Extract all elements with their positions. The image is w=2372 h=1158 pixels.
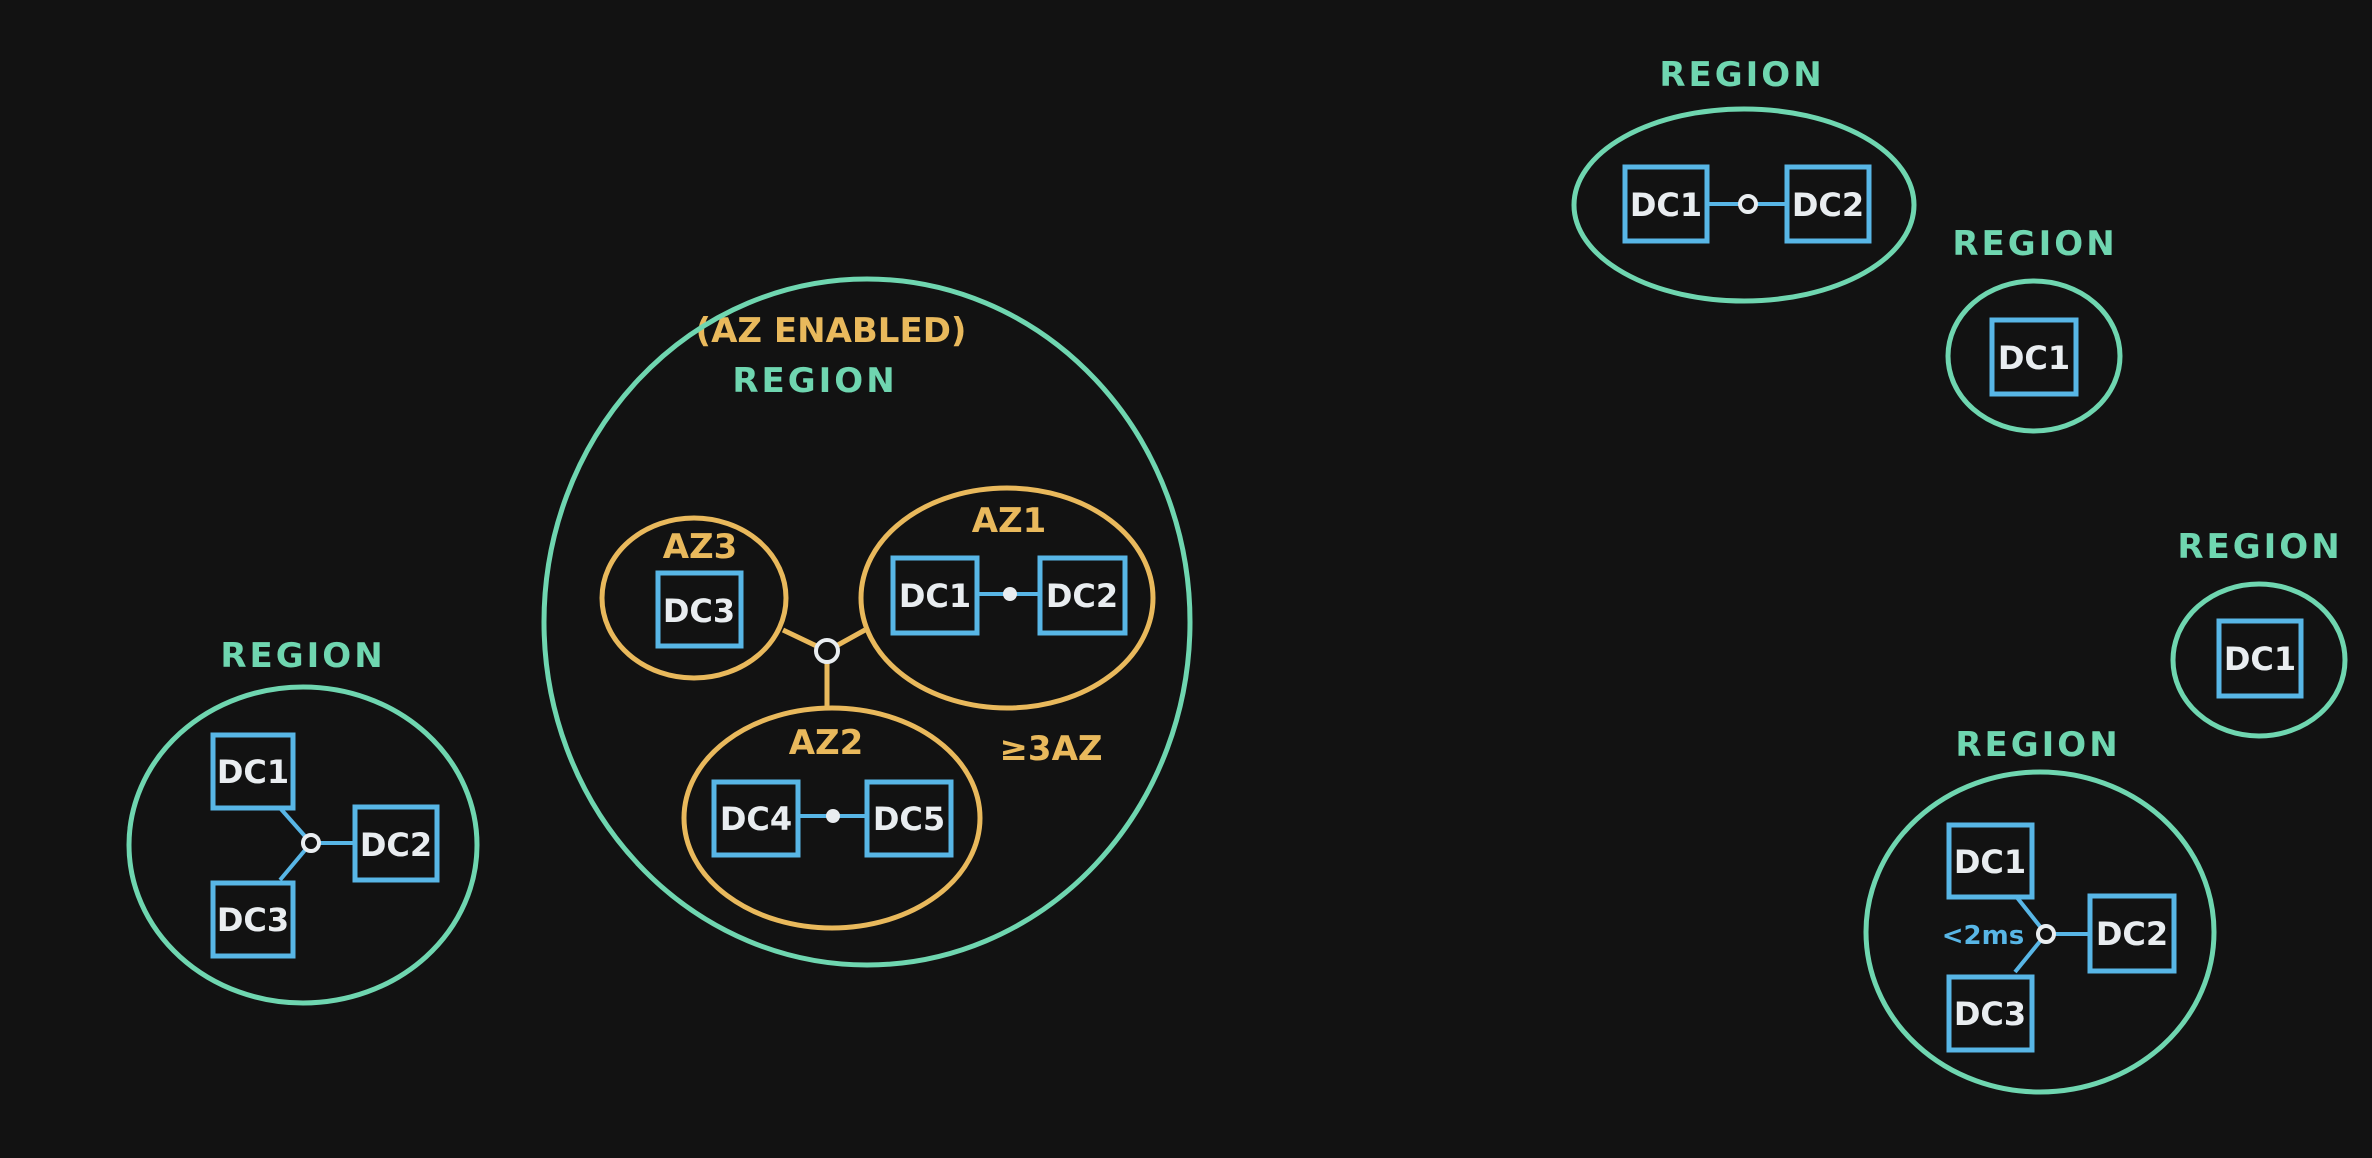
hub-node	[814, 638, 840, 664]
dc-label: DC3	[1954, 995, 2026, 1033]
az-enabled-label: (AZ ENABLED)	[696, 311, 967, 351]
dc-label: DC1	[217, 753, 289, 791]
az-zone-2: AZ2 DC4 DC5	[681, 705, 983, 931]
dc-box: DC1	[2216, 618, 2304, 699]
az-zone-1: AZ1 DC1 DC2	[858, 485, 1156, 711]
az-boundary	[858, 485, 1156, 711]
region-boundary	[2170, 581, 2348, 739]
dc-label: DC3	[663, 592, 735, 630]
dc-box: DC1	[1622, 164, 1710, 244]
dc-box: DC4	[711, 779, 801, 858]
dc-label: DC1	[2224, 640, 2296, 678]
hub-node	[1003, 587, 1017, 601]
region-boundary	[1571, 106, 1917, 304]
dc-label: DC2	[1792, 186, 1864, 224]
region-left: REGION DC1 DC2 DC3	[126, 636, 480, 1006]
dc-box: DC1	[210, 732, 296, 811]
hub-node	[826, 809, 840, 823]
region-label: REGION	[1952, 224, 2117, 264]
hub-node	[301, 833, 321, 853]
region-label: REGION	[1659, 55, 1824, 95]
latency-note: <2ms	[1942, 921, 2024, 951]
region-boundary	[126, 684, 480, 1006]
region-az-enabled: (AZ ENABLED) REGION AZ3 DC3 AZ1 DC1	[541, 276, 1193, 968]
dc-label: DC2	[360, 826, 432, 864]
az-boundary	[599, 515, 789, 681]
dc-label: DC1	[1954, 843, 2026, 881]
region-bottom-right: REGION DC1 DC2 DC3 <2ms	[1863, 725, 2217, 1095]
region-label: REGION	[732, 361, 897, 401]
dc-box: DC3	[210, 880, 296, 959]
dc-box: DC2	[1784, 164, 1872, 244]
region-top-right: REGION DC1 DC2	[1571, 55, 1917, 304]
region-boundary	[1945, 278, 2123, 434]
az-boundary	[681, 705, 983, 931]
region-boundary	[1863, 769, 2217, 1095]
region-single-lower: REGION DC1	[2170, 527, 2348, 739]
min-az-note: ≥3AZ	[999, 729, 1102, 769]
az-label: AZ1	[972, 501, 1047, 541]
az-zone-3: AZ3 DC3	[599, 515, 789, 681]
region-label: REGION	[220, 636, 385, 676]
region-label: REGION	[1955, 725, 2120, 765]
dc-box: DC1	[890, 555, 980, 636]
dc-box: DC2	[352, 804, 440, 883]
hub-node	[1738, 194, 1758, 214]
dc-box: DC2	[1037, 555, 1128, 636]
dc-box: DC3	[1946, 974, 2035, 1053]
dc-label: DC5	[873, 800, 945, 838]
dc-label: DC1	[1998, 339, 2070, 377]
dc-box: DC1	[1989, 317, 2079, 397]
dc-label: DC3	[217, 901, 289, 939]
region-boundary	[541, 276, 1193, 968]
region-label: REGION	[2177, 527, 2342, 567]
az-label: AZ3	[663, 527, 738, 567]
dc-box: DC2	[2087, 893, 2177, 974]
dc-label: DC1	[1630, 186, 1702, 224]
dc-box: DC5	[864, 779, 954, 858]
dc-box: DC3	[655, 570, 744, 649]
dc-label: DC4	[720, 800, 792, 838]
dc-label: DC2	[1046, 577, 1118, 615]
dc-box: DC1	[1946, 822, 2035, 900]
az-label: AZ2	[789, 723, 864, 763]
hub-node	[2036, 924, 2056, 944]
region-single-upper: REGION DC1	[1945, 224, 2123, 434]
dc-label: DC2	[2096, 915, 2168, 953]
dc-label: DC1	[899, 577, 971, 615]
